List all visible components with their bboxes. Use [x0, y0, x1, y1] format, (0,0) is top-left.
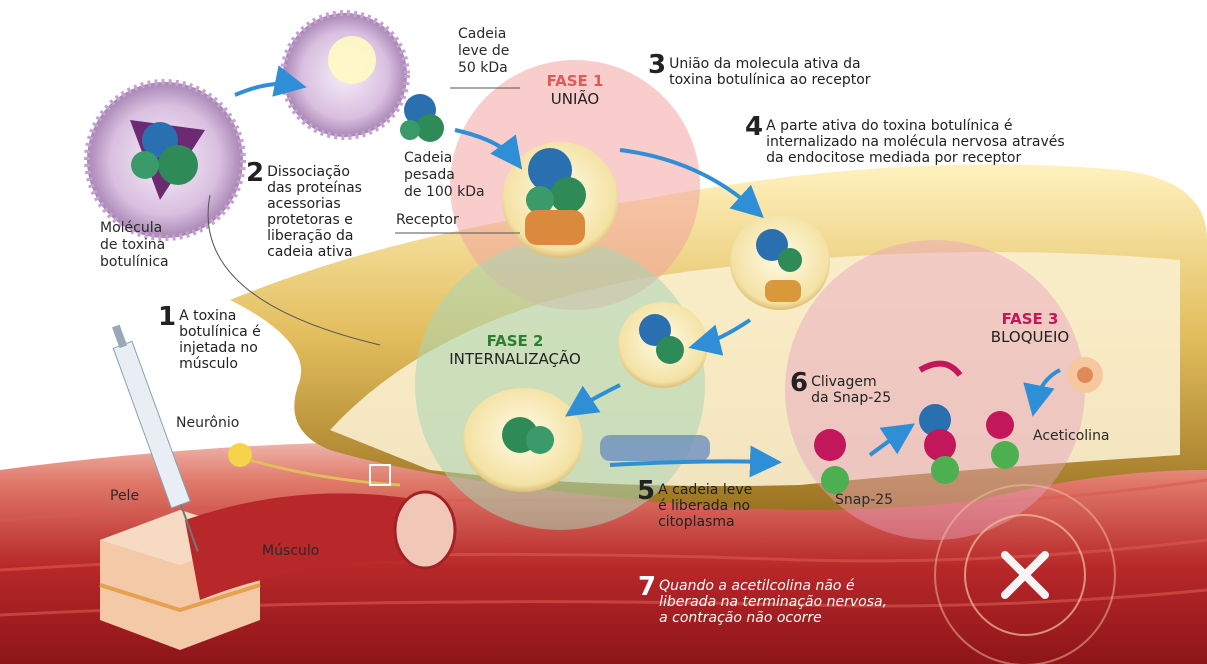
- label-aceticolina: Aceticolina: [1033, 428, 1110, 445]
- step-5: 5 A cadeia leve é liberada no citoplasma: [637, 478, 752, 530]
- label-cadeia-leve: Cadeia leve de 50 kDa: [458, 26, 509, 77]
- phase-1-subtitle: UNIÃO: [530, 90, 620, 108]
- step-2-number: 2: [246, 160, 264, 186]
- label-neuronio: Neurônio: [176, 415, 239, 432]
- phase-3: FASE 3 BLOQUEIO: [980, 310, 1080, 346]
- label-snap25: Snap-25: [835, 492, 893, 509]
- label-molecula: Molécula de toxina botulínica: [100, 220, 169, 271]
- step-3-text: União da molecula ativa da toxina botulí…: [669, 52, 870, 88]
- step-4: 4 A parte ativa do toxina botulínica é i…: [745, 114, 1065, 166]
- step-1: 1 A toxina botulínica é injetada no músc…: [158, 304, 261, 372]
- phase-1: FASE 1 UNIÃO: [530, 72, 620, 108]
- step-7-number: 7: [638, 574, 656, 600]
- step-7-text: Quando a acetilcolina não é liberada na …: [659, 574, 887, 626]
- step-2: 2 Dissociação das proteínas acessorias p…: [246, 160, 362, 260]
- step-1-text: A toxina botulínica é injetada no múscul…: [179, 304, 261, 372]
- step-5-text: A cadeia leve é liberada no citoplasma: [658, 478, 752, 530]
- step-5-number: 5: [637, 478, 655, 504]
- label-pele: Pele: [110, 488, 139, 505]
- step-6-text: Clivagem da Snap-25: [811, 370, 891, 406]
- step-4-text: A parte ativa do toxina botulínica é int…: [766, 114, 1065, 166]
- step-6: 6 Clivagem da Snap-25: [790, 370, 891, 406]
- step-3-number: 3: [648, 52, 666, 78]
- step-4-number: 4: [745, 114, 763, 140]
- phase-3-subtitle: BLOQUEIO: [980, 328, 1080, 346]
- label-cadeia-pesada: Cadeia pesada de 100 kDa: [404, 150, 485, 201]
- phase-2-subtitle: INTERNALIZAÇÃO: [440, 350, 590, 368]
- label-musculo: Músculo: [262, 543, 319, 560]
- phase-2-title: FASE 2: [440, 332, 590, 350]
- phase-1-title: FASE 1: [530, 72, 620, 90]
- label-receptor: Receptor: [396, 212, 459, 229]
- step-2-text: Dissociação das proteínas acessorias pro…: [267, 160, 362, 260]
- step-6-number: 6: [790, 370, 808, 396]
- step-7: 7 Quando a acetilcolina não é liberada n…: [638, 574, 887, 626]
- phase-2: FASE 2 INTERNALIZAÇÃO: [440, 332, 590, 368]
- step-3: 3 União da molecula ativa da toxina botu…: [648, 52, 871, 88]
- phase-3-title: FASE 3: [980, 310, 1080, 328]
- step-1-number: 1: [158, 304, 176, 330]
